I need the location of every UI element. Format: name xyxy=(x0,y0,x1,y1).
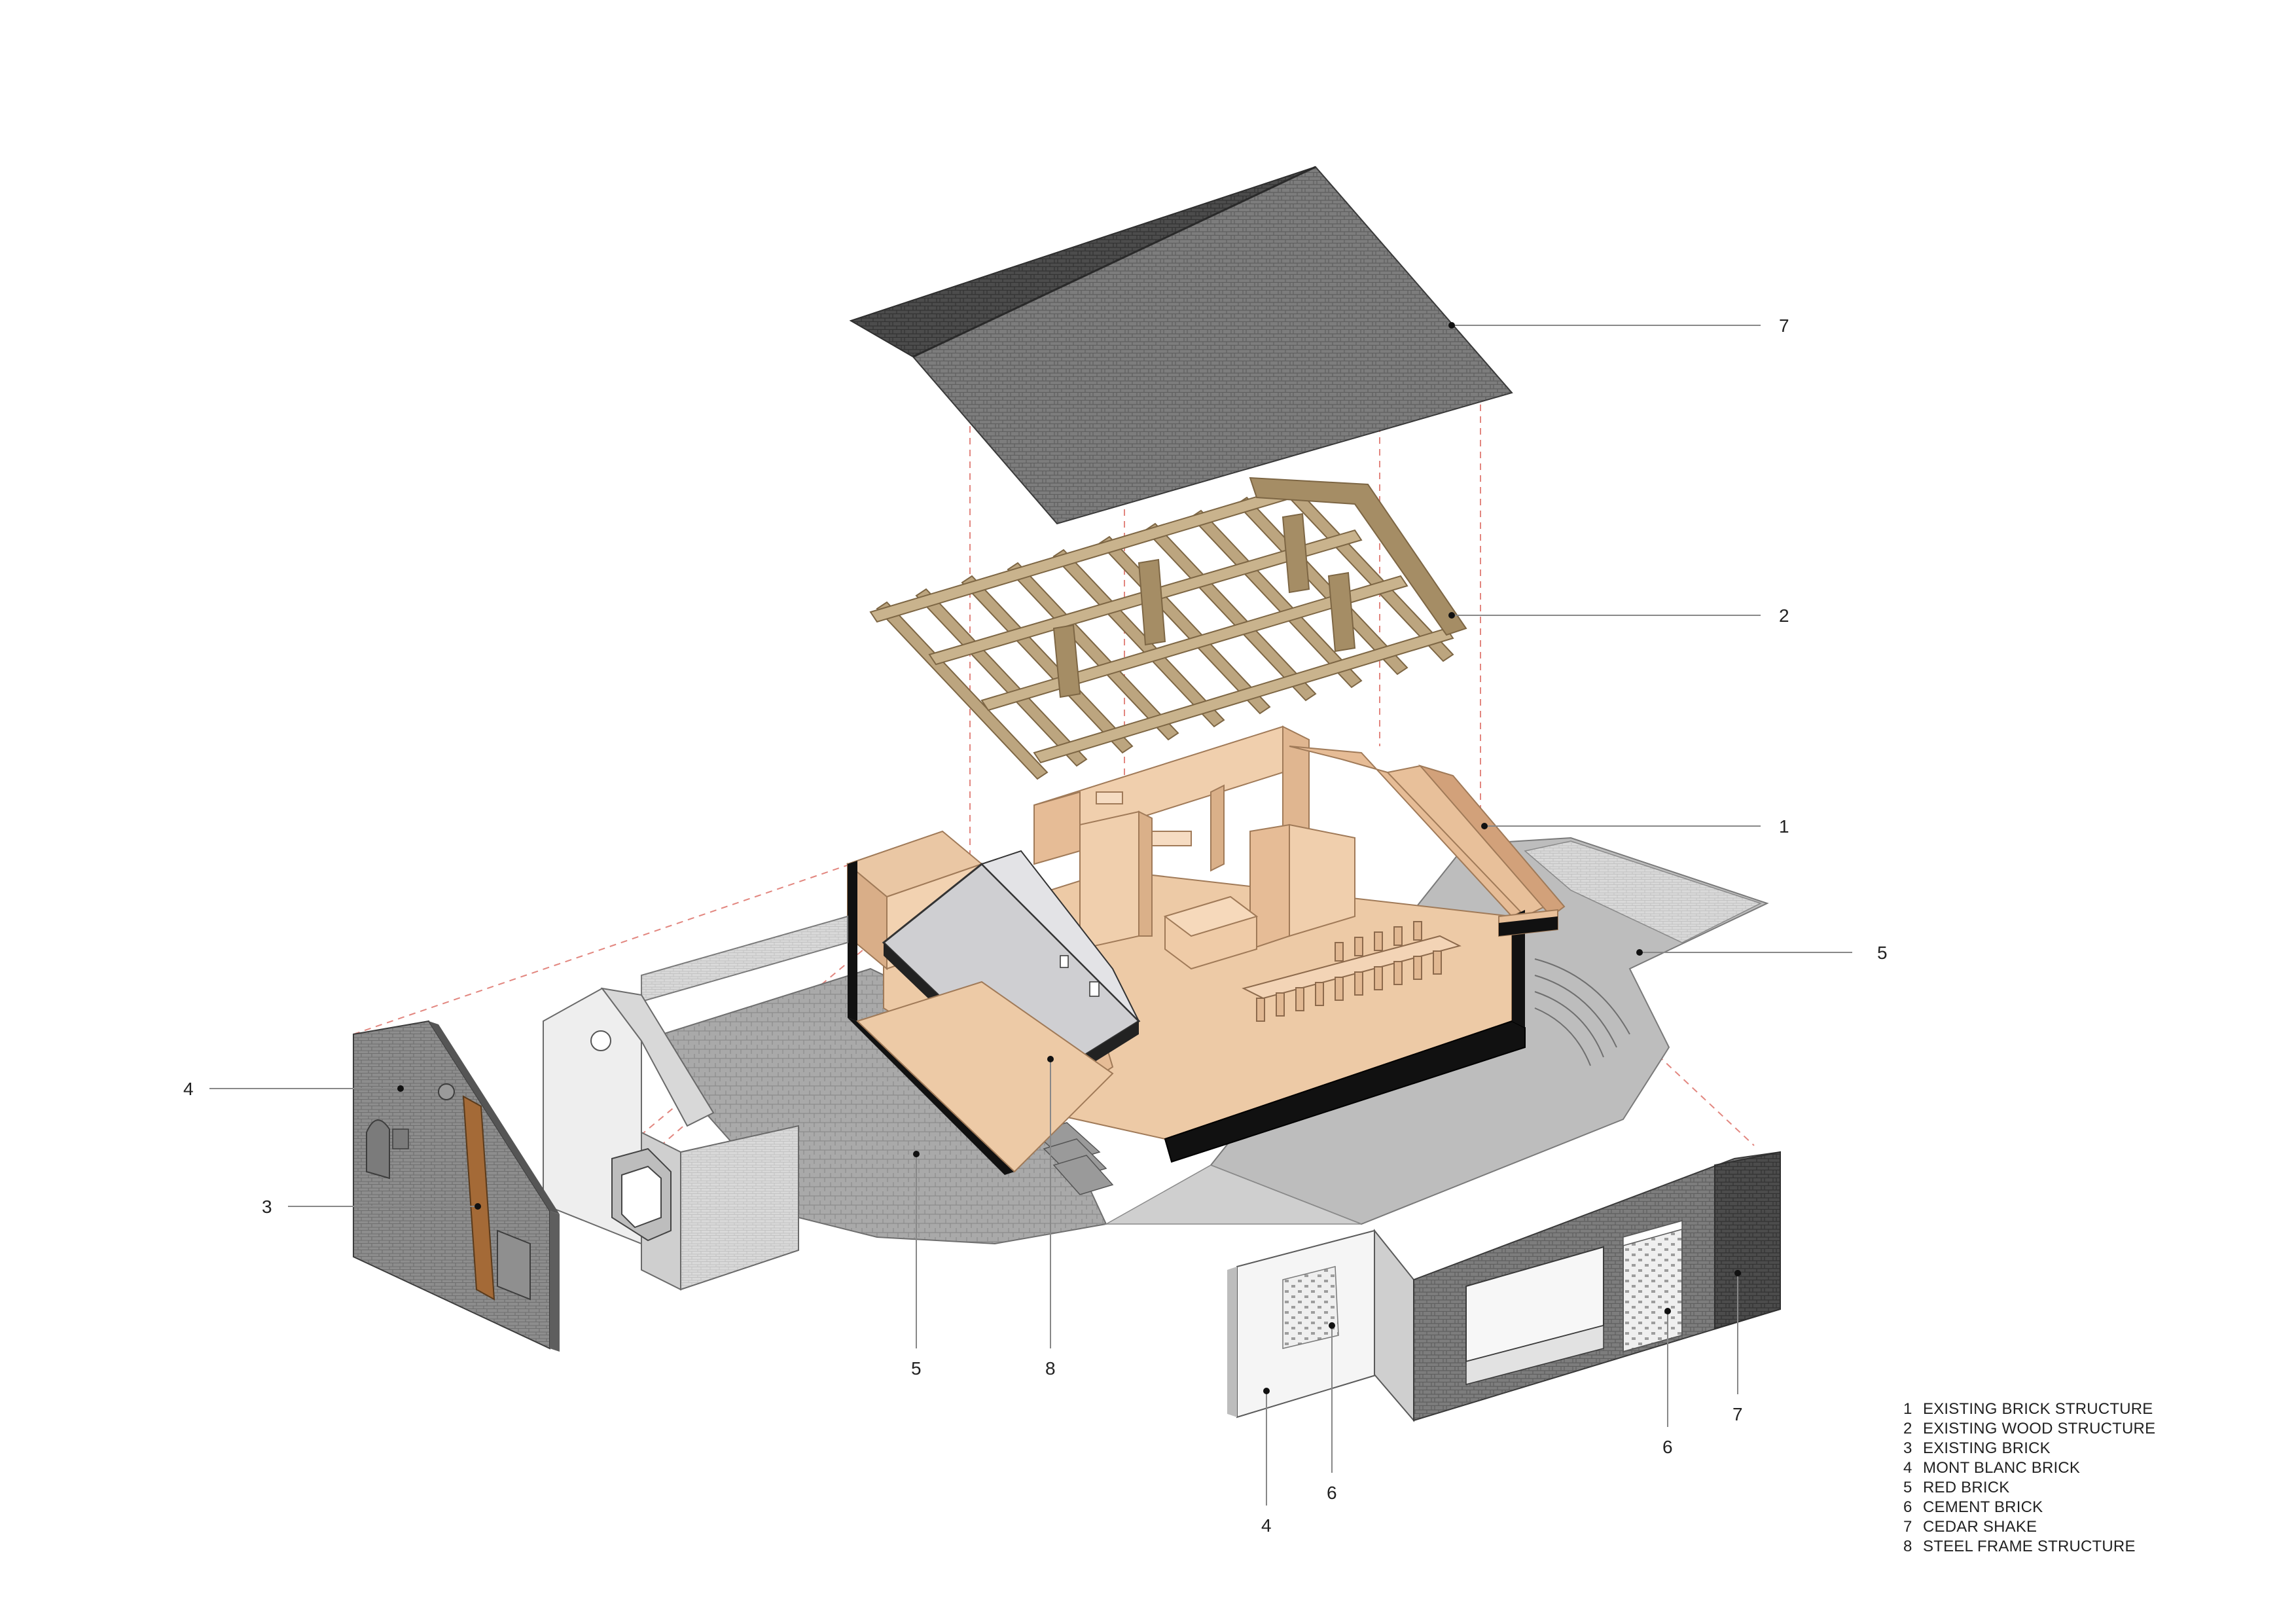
left-gable-wall xyxy=(353,1020,560,1352)
callout-side-wall-cement: 6 xyxy=(1662,1437,1673,1457)
leader-dots xyxy=(397,322,1741,1394)
callout-wood-structure: 2 xyxy=(1779,605,1789,626)
curved-steps xyxy=(1534,958,1630,1066)
front-wall-assembly xyxy=(1227,1151,1781,1422)
callout-front-wall-cement: 6 xyxy=(1327,1483,1337,1503)
entry-stairs xyxy=(1033,1122,1114,1195)
courtyard-enclosure xyxy=(543,915,848,1291)
cedar-shake-roof xyxy=(849,166,1513,525)
dining-table xyxy=(1242,921,1462,1022)
callout-numbers: 7 2 1 5 4 3 5 8 4 6 6 7 xyxy=(183,316,1888,1536)
callout-brick-structure: 1 xyxy=(1779,816,1789,837)
wood-roof-structure xyxy=(869,477,1467,780)
callout-roof: 7 xyxy=(1779,316,1789,336)
callout-courtyard-red-brick: 5 xyxy=(911,1358,922,1379)
callout-front-wall-mont-blanc: 4 xyxy=(1261,1515,1272,1536)
callout-right-ground: 5 xyxy=(1877,943,1888,963)
steel-frame-wing xyxy=(846,830,1141,1175)
callout-steel-frame: 8 xyxy=(1045,1358,1056,1379)
callout-side-wall-cedar: 7 xyxy=(1732,1404,1743,1424)
leader-lines xyxy=(209,325,1852,1506)
callout-left-wall-existing: 3 xyxy=(262,1197,272,1217)
callout-left-wall-mont-blanc: 4 xyxy=(183,1079,194,1099)
